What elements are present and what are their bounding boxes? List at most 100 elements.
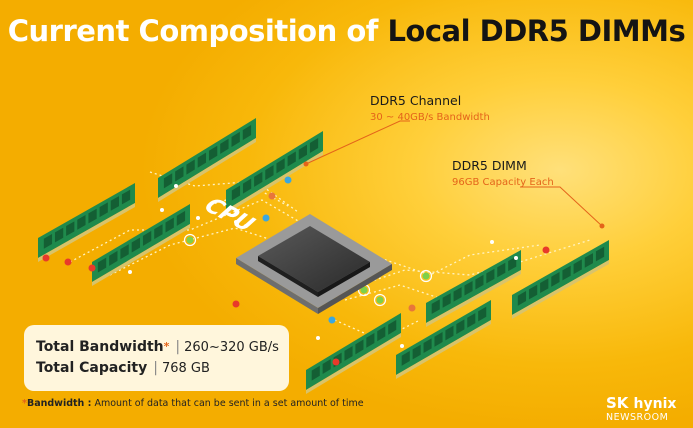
dimm-chip	[309, 137, 319, 153]
footnote-term: Bandwidth :	[26, 398, 92, 409]
channel-trace	[344, 284, 501, 301]
dimm-chip	[220, 138, 229, 154]
signal-dot-core	[234, 220, 238, 224]
dimm-module	[396, 300, 491, 379]
summary-box: Total Bandwidth*|260~320 GB/s Total Capa…	[24, 325, 289, 391]
footnote: *Bandwidth : Amount of data that can be …	[22, 398, 364, 409]
signal-dot-core	[360, 286, 368, 294]
dimm-chip	[208, 145, 218, 161]
signal-dot	[88, 264, 96, 272]
cpu-substrate-side2	[318, 264, 392, 314]
dimm-chip	[311, 365, 320, 381]
dimm-chip	[88, 208, 97, 224]
dimm-chip	[242, 178, 252, 194]
footnote-marker: *	[22, 398, 27, 409]
channel-trace	[149, 171, 289, 207]
signal-dot	[408, 304, 416, 312]
callout-leaders	[303, 120, 605, 229]
bandwidth-marker: *	[163, 340, 170, 353]
dimm-module	[92, 204, 190, 286]
dimm-chip	[154, 224, 163, 240]
dimm-chip	[43, 234, 53, 249]
dimm-module	[158, 118, 256, 202]
dimm-chip	[456, 319, 465, 335]
dimm-chip	[344, 346, 353, 361]
signal-dot-core	[186, 236, 194, 244]
title-part-2: Local DDR5 DIMMs	[387, 14, 686, 48]
dimm-chip	[120, 244, 129, 260]
capacity-label: Total Capacity	[36, 360, 148, 376]
dimm-chip	[584, 253, 593, 268]
signal-dot-core	[196, 216, 200, 220]
signal-dot-core	[422, 272, 430, 280]
dimm-module	[38, 183, 135, 262]
signal-dot	[160, 208, 164, 212]
dimm-chip	[110, 196, 119, 211]
signal-dot	[514, 256, 518, 260]
dimm-chip	[497, 262, 506, 278]
capacity-value: 768 GB	[161, 361, 210, 376]
dimm-chip	[77, 215, 86, 230]
dimm-chip	[486, 268, 495, 284]
dimm-chip	[434, 332, 443, 347]
signal-dot	[490, 240, 494, 244]
cpu-lid-edge2	[318, 262, 370, 297]
signal-dot	[332, 358, 340, 366]
signal-dot-core	[262, 214, 270, 222]
signal-dot	[268, 192, 276, 200]
dimm-chip	[528, 284, 538, 300]
signal-dot	[284, 176, 292, 184]
signal-dot	[64, 258, 72, 266]
dimm-chip	[265, 165, 274, 181]
dimm-contacts	[306, 333, 401, 394]
signal-dot-ring	[373, 293, 387, 307]
dimm-chip	[176, 210, 186, 226]
signal-dot	[232, 300, 240, 308]
signal-dot-core	[88, 264, 96, 272]
signal-dot	[196, 216, 200, 220]
capacity-row: Total Capacity |768 GB	[36, 358, 289, 379]
cpu-chip: CPU	[197, 194, 392, 314]
dimm-contacts	[396, 320, 491, 379]
signal-dot	[328, 316, 336, 324]
signal-dot-core	[128, 270, 132, 274]
dimm-chip	[423, 338, 432, 354]
dimm-chip	[231, 131, 240, 147]
dimm-chip	[562, 265, 571, 281]
dimm-module	[426, 250, 521, 327]
dimm-chip	[97, 257, 107, 273]
signal-dot	[373, 293, 387, 307]
separator: |	[153, 360, 158, 376]
signal-dot-core	[514, 256, 518, 260]
cpu-lid	[258, 226, 370, 292]
dimm-module	[512, 240, 609, 319]
dimm-chip	[464, 281, 473, 296]
logo-sk: SK	[606, 394, 629, 412]
signal-dot-core	[376, 296, 384, 304]
dimm-chip	[388, 319, 397, 335]
signal-dot	[542, 246, 550, 254]
dimm-chip	[197, 152, 207, 168]
cpu-label: CPU	[197, 194, 261, 235]
dimm-board	[306, 313, 401, 390]
signal-dot	[174, 184, 178, 188]
dimm-contacts	[226, 151, 323, 214]
dimm-chip	[442, 293, 451, 308]
channel-trace	[359, 239, 591, 286]
signal-dot-core	[64, 258, 72, 266]
title-part-1: Current Composition of	[7, 14, 388, 48]
dimm-chip	[163, 173, 173, 189]
signal-dot-core	[332, 358, 340, 366]
dimm-chip	[401, 351, 410, 366]
signal-dot-core	[400, 344, 404, 348]
signal-dot-core	[490, 240, 494, 244]
signal-dot-core	[268, 192, 276, 200]
dimm-chip	[165, 217, 174, 233]
dimm-chip	[54, 227, 64, 243]
dimm-contacts	[92, 224, 190, 286]
dimm-chip	[551, 272, 560, 287]
signal-dot	[183, 233, 197, 247]
dimm-chip	[121, 189, 131, 205]
channel-callout-sub: 30 ~ 40GB/s Bandwidth	[370, 112, 490, 123]
dimm-chip	[186, 159, 195, 175]
